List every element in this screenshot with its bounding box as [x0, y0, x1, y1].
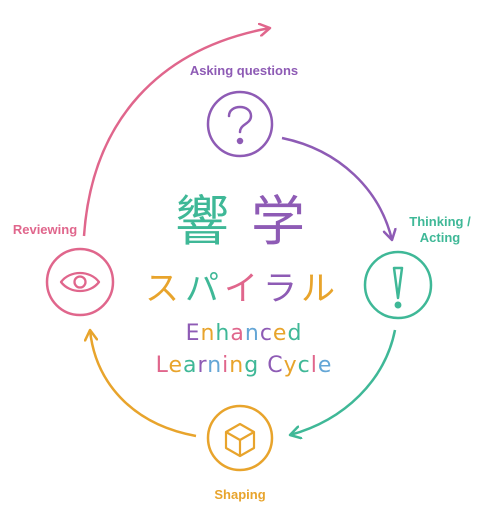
kana-char-5: ル: [301, 269, 335, 309]
arrow-reviewing-to-asking: [82, 28, 270, 237]
subtitle-char: y: [284, 353, 298, 378]
subtitle-char: e: [273, 321, 288, 346]
question-mark-icon: [227, 105, 253, 145]
stage-thinking: Thinking / Acting: [363, 214, 471, 320]
subtitle-char: e: [318, 353, 333, 378]
asking-circle: [206, 90, 274, 158]
title-kanji-1: 響: [175, 190, 229, 253]
subtitle-char: c: [298, 353, 311, 378]
thinking-circle: [363, 250, 433, 320]
subtitle-char: c: [260, 321, 273, 346]
thinking-label-line1: Thinking /: [409, 214, 471, 229]
arrow-asking-to-thinking: [281, 136, 392, 240]
title-kanji-2: 学: [251, 190, 305, 253]
subtitle-char: [259, 353, 267, 378]
subtitle-line-2: Learning Cycle: [156, 353, 333, 378]
subtitle-char: h: [215, 321, 230, 346]
central-title: 響 学 ス パ イ ラ ル Enhanced Learning Cycle: [145, 190, 335, 378]
cube-icon: [224, 422, 256, 458]
kana-char-4: ラ: [263, 269, 297, 309]
subtitle-char: E: [186, 321, 201, 346]
subtitle-char: a: [230, 321, 244, 346]
kana-char-3: イ: [224, 269, 258, 309]
subtitle-char: n: [229, 353, 244, 378]
subtitle-char: L: [156, 353, 169, 378]
subtitle-char: a: [183, 353, 197, 378]
subtitle-char: e: [168, 353, 183, 378]
subtitle-char: n: [200, 321, 215, 346]
stage-reviewing: Reviewing: [13, 222, 115, 317]
reviewing-circle: [45, 247, 115, 317]
exclamation-icon: [392, 266, 404, 309]
kana-char-2: パ: [185, 269, 219, 309]
shaping-circle: [206, 404, 274, 472]
reviewing-label: Reviewing: [13, 222, 77, 237]
subtitle-char: g: [244, 353, 259, 378]
subtitle-char: n: [245, 321, 260, 346]
subtitle-char: r: [198, 353, 208, 378]
stage-asking: Asking questions: [190, 63, 298, 158]
title-kana: ス パ イ ラ ル: [145, 269, 335, 309]
stage-shaping: Shaping: [206, 404, 274, 502]
arrow-shaping-to-reviewing: [90, 330, 197, 438]
eye-icon: [59, 271, 101, 293]
subtitle-line-1: Enhanced: [186, 321, 303, 346]
asking-label: Asking questions: [190, 63, 298, 78]
subtitle-char: n: [207, 353, 222, 378]
subtitle-char: C: [267, 353, 283, 378]
subtitle-char: d: [287, 321, 302, 346]
arrow-thinking-to-shaping: [290, 329, 397, 435]
shaping-label: Shaping: [214, 487, 265, 502]
kana-char-1: ス: [145, 269, 179, 309]
subtitle-char: i: [222, 353, 229, 378]
subtitle-char: l: [311, 353, 318, 378]
thinking-label-line2: Acting: [420, 230, 461, 245]
